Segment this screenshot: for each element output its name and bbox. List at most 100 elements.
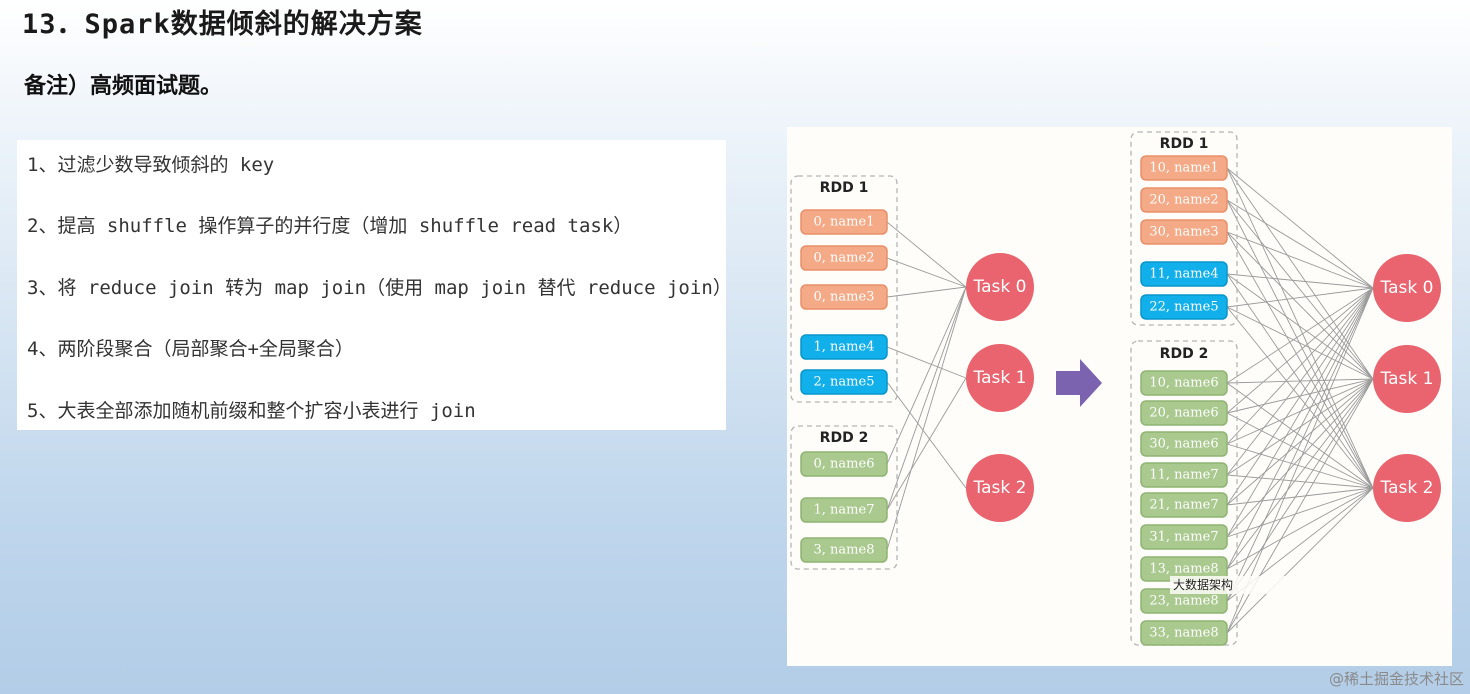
inner-watermark-text: 大数据架构	[1173, 577, 1233, 592]
right-rdd1-record-pill	[1140, 155, 1228, 181]
left-rdd1-label: RDD 1	[820, 180, 869, 196]
connection-line	[1226, 273, 1374, 289]
connection-line	[1226, 231, 1374, 380]
right-rdd2-record-pill	[1140, 370, 1228, 396]
connection-line	[1226, 199, 1374, 489]
right-rdd2-record-text: 21, name7	[1149, 498, 1218, 513]
connection-line	[1226, 231, 1374, 289]
connection-line	[886, 286, 967, 511]
connection-line	[1226, 287, 1374, 506]
page-title: 13．Spark数据倾斜的解决方案	[22, 9, 423, 40]
connection-line	[1226, 487, 1374, 506]
left-rdd1-record-pill	[800, 245, 888, 271]
right-rdd2-record-text: 20, name6	[1149, 406, 1218, 421]
list-item: 4、两阶段聚合（局部聚合+全局聚合）	[27, 338, 354, 360]
connection-line	[1226, 382, 1374, 489]
connection-lines	[886, 167, 1374, 634]
left-task-label: Task 1	[973, 368, 1027, 388]
connection-line	[886, 286, 967, 465]
right-task-circle	[1373, 454, 1441, 522]
right-rdd2-record-pill	[1140, 462, 1228, 488]
left-rdd1-group-frame	[790, 175, 898, 403]
right-rdd2-group-frame	[1130, 340, 1238, 646]
right-rdd1-record-pill	[1140, 261, 1228, 287]
connection-line	[1226, 378, 1374, 602]
left-rdd1-record-text: 2, name5	[814, 375, 875, 390]
right-rdd1-record-text: 30, name3	[1149, 225, 1218, 240]
right-rdd1-record-pill	[1140, 294, 1228, 320]
watermark: @稀土掘金技术社区	[1328, 670, 1464, 688]
right-rdd2-record-text: 33, name8	[1149, 626, 1218, 641]
left-rdd2-record-text: 3, name8	[814, 543, 875, 558]
right-rdd1-record-text: 10, name1	[1149, 161, 1218, 176]
right-rdd2-record-pill	[1140, 431, 1228, 457]
connection-line	[1226, 287, 1374, 634]
connection-line	[1226, 199, 1374, 289]
right-task-circle	[1373, 345, 1441, 413]
right-task-label: Task 2	[1380, 478, 1434, 498]
left-rdd2-group-frame	[790, 425, 898, 570]
connection-line	[1226, 306, 1374, 380]
right-rdd2-record-text: 13, name8	[1149, 562, 1218, 577]
note-text: 备注）高频面试题。	[24, 74, 223, 99]
connection-line	[1226, 443, 1374, 489]
connection-line	[886, 377, 967, 511]
right-rdd2-record-text: 10, name6	[1149, 376, 1218, 391]
right-rdd1-record-pill	[1140, 219, 1228, 245]
right-task-circle	[1373, 254, 1441, 322]
connection-line	[1226, 287, 1374, 538]
connection-line	[1226, 378, 1374, 634]
left-task-label: Task 2	[973, 478, 1027, 498]
left-rdd1-record-text: 0, name1	[814, 215, 875, 230]
connection-line	[1226, 231, 1374, 489]
left-rdd1-record-text: 0, name2	[814, 251, 875, 266]
diagram-canvas: RDD 1 0, name1 0, name2 0, name3 1, name4 2, …	[790, 131, 1441, 646]
left-rdd1-record-text: 0, name3	[814, 290, 875, 305]
right-rdd1-group-frame	[1130, 131, 1238, 326]
right-rdd2-record-text: 23, name8	[1149, 594, 1218, 609]
connection-line	[1226, 167, 1374, 289]
connection-line	[1226, 287, 1374, 570]
right-rdd2-record-pill	[1140, 620, 1228, 646]
left-rdd1-record-text: 1, name4	[814, 340, 875, 355]
right-task-label: Task 1	[1380, 369, 1434, 389]
left-task-label: Task 0	[973, 277, 1027, 297]
diagram-shapes: RDD 1 0, name1 0, name2 0, name3 1, name4 2, …	[790, 131, 1441, 646]
connection-line	[1226, 487, 1374, 634]
connection-line	[1226, 412, 1374, 489]
list-item: 5、大表全部添加随机前缀和整个扩容小表进行 join	[27, 400, 476, 422]
inner-watermark-bg	[1170, 576, 1346, 594]
data-skew-diagram: RDD 1 0, name1 0, name2 0, name3 1, name4 2, …	[787, 127, 1452, 666]
connection-line	[886, 286, 967, 298]
connection-line	[1226, 287, 1374, 384]
right-rdd2-record-pill	[1140, 400, 1228, 426]
connection-line	[1226, 287, 1374, 445]
solution-list: 1、过滤少数导致倾斜的 key 2、提高 shuffle 操作算子的并行度（增加…	[17, 140, 732, 430]
connection-line	[886, 381, 967, 489]
right-rdd1-record-pill	[1140, 187, 1228, 213]
connection-line	[1226, 487, 1374, 570]
right-rdd1-record-text: 11, name4	[1149, 267, 1218, 282]
connection-line	[1226, 199, 1374, 380]
connection-line	[1226, 287, 1374, 308]
right-rdd1-record-text: 20, name2	[1149, 193, 1218, 208]
connection-line	[1226, 378, 1374, 538]
connection-line	[1226, 287, 1374, 414]
connection-line	[886, 221, 967, 288]
right-rdd2-label: RDD 2	[1160, 346, 1209, 362]
right-rdd2-record-pill	[1140, 524, 1228, 550]
list-item: 2、提高 shuffle 操作算子的并行度（增加 shuffle read ta…	[27, 215, 633, 237]
left-rdd2-record-text: 1, name7	[814, 503, 875, 518]
connection-line	[1226, 167, 1374, 380]
left-rdd2-record-pill	[800, 537, 888, 563]
connection-line	[1226, 287, 1374, 602]
right-rdd2-record-text: 30, name6	[1149, 437, 1218, 452]
connection-line	[886, 346, 967, 379]
list-item: 3、将 reduce join 转为 map join（使用 map join …	[27, 277, 732, 299]
connection-line	[1226, 487, 1374, 538]
right-rdd2-record-text: 31, name7	[1149, 530, 1218, 545]
left-rdd1-record-pill	[800, 209, 888, 235]
left-rdd2-label: RDD 2	[820, 430, 869, 446]
connection-line	[886, 257, 967, 288]
connection-line	[1226, 378, 1374, 506]
